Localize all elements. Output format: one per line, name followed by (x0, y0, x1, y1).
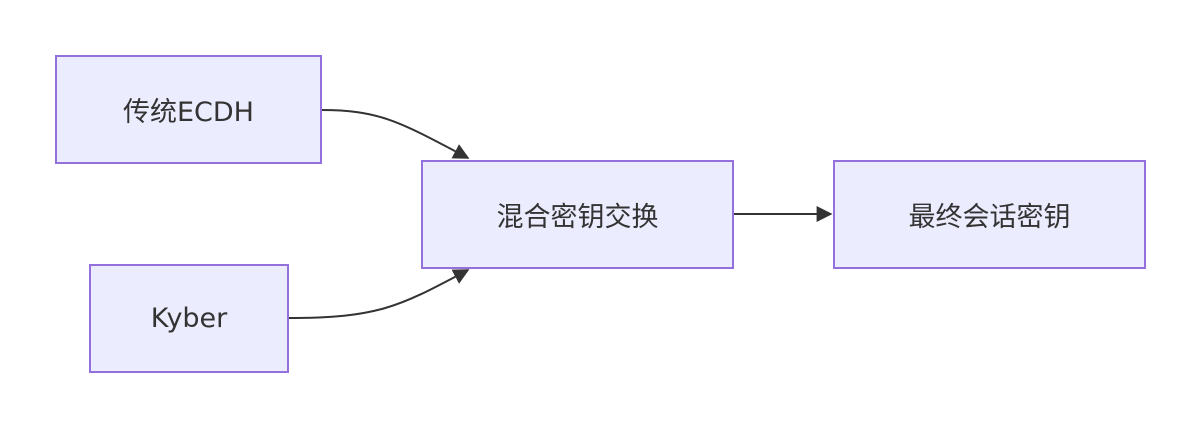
edge-ecdh-to-hybrid (320, 109, 470, 159)
node-label: 传统ECDH (122, 97, 254, 128)
node-label: Kyber (150, 303, 228, 334)
node-ecdh: 传统ECDH (55, 55, 322, 164)
node-kyber: Kyber (89, 264, 289, 373)
edge-kyber-to-hybrid (287, 269, 470, 319)
node-label: 混合密钥交换 (496, 202, 659, 233)
node-hybrid-key-exchange: 混合密钥交换 (421, 160, 734, 269)
node-label: 最终会话密钥 (908, 202, 1071, 233)
node-session-key: 最终会话密钥 (833, 160, 1146, 269)
